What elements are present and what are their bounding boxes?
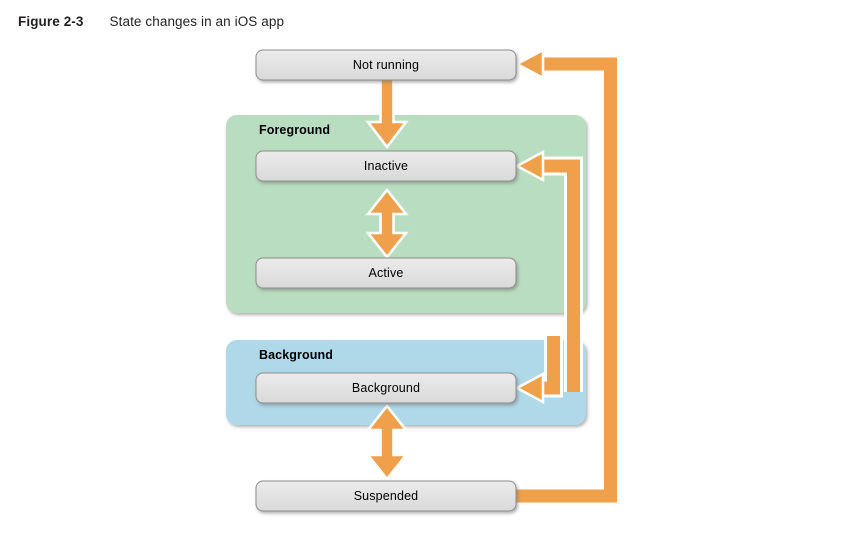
- state-box-inactive[interactable]: [255, 150, 517, 182]
- state-label-suspended: Suspended: [353, 488, 419, 503]
- transition-suspended-to-not-running: [514, 47, 620, 506]
- figure-title: State changes in an iOS app: [109, 14, 285, 29]
- transition-background-suspended: [365, 403, 409, 482]
- transition-to-inactive: [514, 149, 583, 392]
- state-label-not-running-wrap[interactable]: Not running: [256, 50, 516, 80]
- state-box-not-running[interactable]: [255, 49, 517, 81]
- group-label-foreground: Foreground: [259, 123, 331, 137]
- state-label-background: Background: [351, 380, 421, 395]
- figure-number: Figure 2-3: [18, 14, 84, 29]
- figure-caption: Figure 2-3 State changes in an iOS app: [18, 14, 284, 29]
- state-box-suspended[interactable]: [255, 480, 517, 512]
- state-label-not-running: Not running: [352, 57, 420, 72]
- group-label-background: Background: [259, 348, 333, 362]
- transition-to-background: [514, 330, 563, 405]
- state-label-active: Active: [368, 265, 404, 280]
- state-box-active[interactable]: [255, 257, 517, 289]
- state-label-active-wrap[interactable]: Active: [256, 258, 516, 288]
- transition-not-running-to-inactive: [365, 76, 409, 150]
- state-label-suspended-wrap[interactable]: Suspended: [256, 481, 516, 511]
- state-box-background[interactable]: [255, 372, 517, 404]
- state-label-inactive: Inactive: [363, 158, 409, 173]
- transition-inactive-active: [365, 187, 409, 260]
- state-label-inactive-wrap[interactable]: Inactive: [256, 151, 516, 181]
- state-label-background-wrap[interactable]: Background: [256, 373, 516, 403]
